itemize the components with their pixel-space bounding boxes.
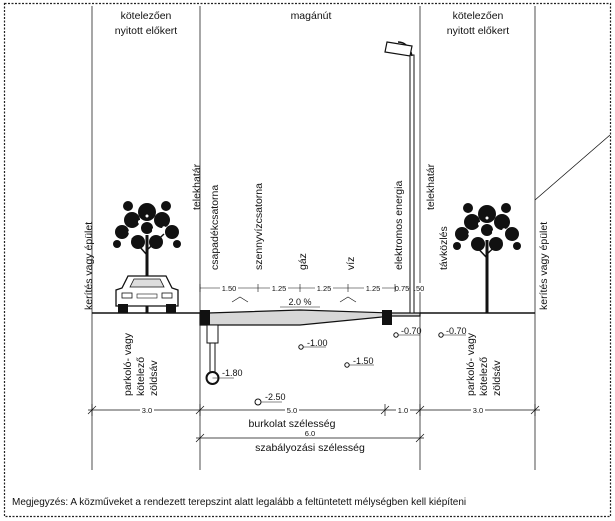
center-zone-label: magánút [291,10,332,22]
side-width: 1.0 [398,406,408,415]
electric-depth: -0.70 [401,326,422,336]
fence-right-label: kerítés vagy épület [538,222,550,310]
total-width-label: szabályozási szélesség [255,442,365,454]
boundary-right-label: telekhatár [425,163,437,210]
left-curb [200,310,210,325]
width-dimension-line [87,404,540,416]
left-zone-label-2: nyitott előkert [115,25,178,37]
total-width: 6.0 [305,429,315,438]
gas-pipe-marker [298,344,326,350]
spacing-1: 1.50 [222,284,237,293]
parking-left-label-3: zöldsáv [148,360,160,396]
parking-right-label-2: kötelező [478,357,490,396]
water-label: víz [345,257,357,270]
gas-depth: -1.00 [307,338,328,348]
boundary-left-label: telekhatár [191,163,203,210]
street-lamp-icon [384,41,415,314]
road-pavement [199,309,421,326]
pavement-width-label: burkolat szélesség [249,418,336,430]
telecom-label: távközlés [438,226,450,270]
storm-depth: -1.80 [222,368,243,378]
tree-left-icon [113,201,181,313]
total-width-dimension-line [195,433,425,443]
water-pipe-marker [344,362,374,368]
sewer-pipe-marker [254,398,282,406]
parking-left-label-2: kötelező [135,357,147,396]
telecom-depth: -0.70 [446,326,467,336]
right-strip-width: 3.0 [473,406,483,415]
car-icon [115,275,179,313]
slope-label: 2.0 % [288,297,311,307]
spacing-4: 1.25 [366,284,381,293]
right-zone-label-2: nyitott előkert [447,25,510,37]
sewer-label: szennyvízcsatorna [253,183,265,270]
left-zone-label-1: kötelezően [121,10,172,22]
slope-chevrons [231,296,357,303]
water-depth: -1.50 [353,356,374,366]
spacing-3: 1.25 [317,284,332,293]
sewer-depth: -2.50 [265,392,286,402]
electric-label: elektromos energia [393,181,405,270]
parking-right-label-3: zöldsáv [491,360,503,396]
telecom-cable-marker [438,332,466,338]
storm-sewer-pipe [205,324,234,385]
right-curb [382,310,392,325]
right-zone-label-1: kötelezően [453,10,504,22]
parking-left-label-1: parkoló- vagy [122,332,134,396]
electric-cable-marker [393,332,420,338]
gas-label: gáz [297,253,309,270]
spacing-2: 1.25 [272,284,287,293]
tree-right-icon [453,203,521,313]
boundary-lines [91,6,536,470]
storm-sewer-label: csapadékcsatorna [209,185,221,270]
spacing-5: 0.75 [395,284,410,293]
footnote: Megjegyzés: A közműveket a rendezett ter… [12,497,466,508]
frame-border [3,2,612,518]
pavement-width: 5.0 [287,406,297,415]
left-strip-width: 3.0 [142,406,152,415]
parking-right-label-1: parkoló- vagy [465,332,477,396]
spacing-6: 0.50 [410,284,425,293]
fence-left-label: kerítés vagy épület [83,222,95,310]
building-edge-line [534,134,611,201]
